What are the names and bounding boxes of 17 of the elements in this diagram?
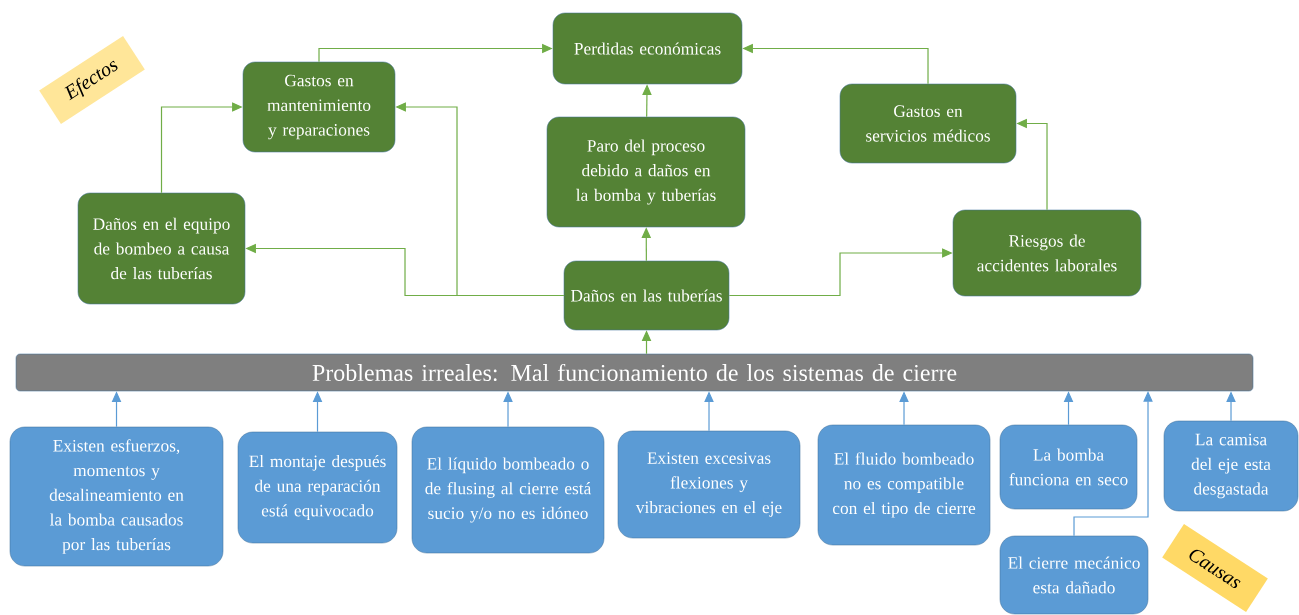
cause-box: El fluido bombeado no es compatible con el tipo de cierre	[817, 424, 991, 546]
effect-box: Daños en las tuberías	[563, 260, 730, 331]
effect-box: Perdidas económicas	[552, 12, 743, 85]
cause-box: Existen excesivas flexiones y vibraciones en el eje	[617, 430, 801, 539]
problem-bar: Problemas irreales: Mal funcionamiento de los sistemas de cierre	[15, 353, 1254, 392]
cause-box: La bomba funciona en seco	[999, 424, 1138, 510]
effect-box: Gastos en mantenimiento y reparaciones	[242, 61, 396, 153]
cause-box: El cierre mecánico esta dañado	[999, 535, 1149, 615]
cause-box: El líquido bombeado o de flusing al cierre está sucio y/o no es idóneo	[411, 426, 605, 554]
arrow	[1073, 391, 1153, 537]
cause-box: Existen esfuerzos, momentos y desalineamiento en la bomba causados por las tuberías	[9, 426, 224, 567]
effect-box: Paro del proceso debido a daños en la bomba y tuberías	[546, 116, 746, 228]
effect-box: Daños en el equipo de bombeo a causa de las tuberías	[77, 192, 246, 305]
cause-box: El montaje después de una reparación está equivocado	[237, 431, 398, 544]
effect-box: Gastos en servicios médicos	[839, 83, 1017, 164]
effect-box: Riesgos de accidentes laborales	[952, 209, 1142, 297]
cause-box: La camisa del eje esta desgastada	[1163, 420, 1299, 512]
